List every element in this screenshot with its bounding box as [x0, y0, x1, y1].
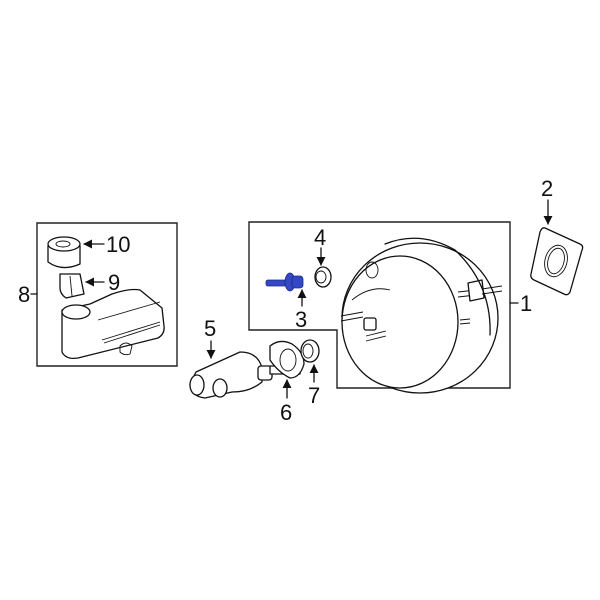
- reservoir-group-box: [36, 222, 178, 367]
- seal[interactable]: [300, 339, 320, 363]
- booster-gasket[interactable]: [530, 227, 584, 296]
- callout-10[interactable]: 10: [106, 232, 130, 257]
- reservoir-body[interactable]: [61, 288, 165, 360]
- callout-9[interactable]: 9: [108, 270, 120, 295]
- callout-7[interactable]: 7: [308, 383, 320, 408]
- reservoir-cap[interactable]: [47, 236, 81, 269]
- callout-6[interactable]: 6: [280, 400, 292, 425]
- callout-2[interactable]: 2: [541, 176, 553, 201]
- reservoir-strainer[interactable]: [59, 273, 85, 299]
- grommet[interactable]: [314, 266, 332, 288]
- brake-booster[interactable]: [340, 237, 503, 394]
- callout-3[interactable]: 3: [295, 307, 307, 332]
- booster-group-box: [248, 221, 511, 389]
- vacuum-check-valve[interactable]: [265, 272, 304, 292]
- callout-1[interactable]: 1: [520, 291, 532, 316]
- callout-4[interactable]: 4: [314, 225, 326, 250]
- callout-5[interactable]: 5: [204, 316, 216, 341]
- master-cylinder-gasket[interactable]: [269, 340, 305, 379]
- callout-8[interactable]: 8: [18, 282, 30, 307]
